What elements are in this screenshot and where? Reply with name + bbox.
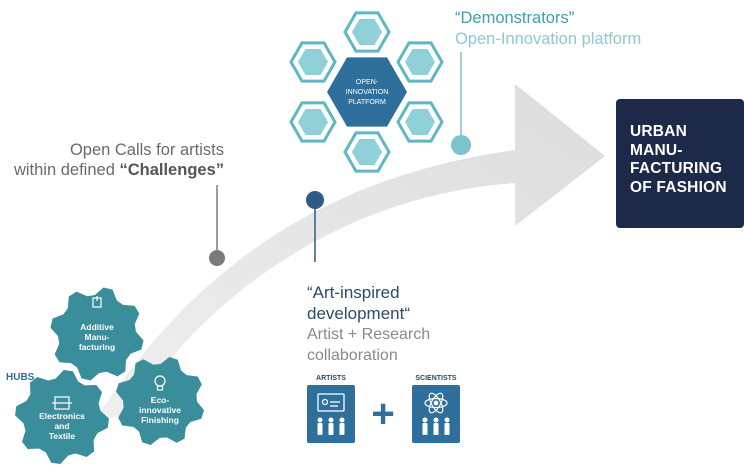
- urban-line4: OF FASHION: [630, 178, 727, 196]
- demonstrators-text: “Demonstrators” Open-Innovation platform: [455, 8, 685, 50]
- challenges-keyword: “Challenges”: [119, 161, 224, 179]
- artists-box-group: [307, 385, 355, 443]
- artists-label: ARTISTS: [316, 375, 346, 382]
- scientists-label: SCIENTISTS: [415, 375, 457, 382]
- platform-hex: [396, 41, 444, 83]
- open-calls-dot: [209, 250, 225, 266]
- art-line1: “Art-inspired: [307, 283, 400, 302]
- lightbulb-icon: [154, 375, 166, 391]
- platform-label-line: PLATFORM: [348, 99, 386, 106]
- platform-hex: [289, 41, 337, 83]
- art-line4: collaboration: [307, 347, 398, 364]
- gear-label-line: Electronics: [39, 411, 85, 421]
- progress-arrow: [95, 84, 605, 420]
- urban-manufacturing-box: URBAN MANU- FACTURING OF FASHION: [616, 99, 744, 228]
- art-line2: development“: [307, 304, 411, 323]
- gear-label-line: Finishing: [141, 415, 179, 425]
- svg-text:+: +: [371, 392, 394, 436]
- art-inspired-text: “Art-inspired development“ Artist + Rese…: [307, 282, 507, 366]
- plus-icon: +: [371, 392, 394, 436]
- urban-line2: MANU-: [630, 141, 683, 159]
- open-calls-line1: Open Calls for artists: [69, 141, 224, 159]
- platform-hex: [289, 101, 337, 143]
- circuit-icon: [52, 396, 72, 410]
- platform-hex: [396, 101, 444, 143]
- gear-label-line: Additive: [80, 322, 114, 332]
- artist-palette-icon: [317, 393, 345, 412]
- atom-icon: [424, 392, 448, 414]
- platform-center-hex: [327, 57, 407, 127]
- people-icon: [317, 417, 345, 435]
- hubs-gears: AdditiveManu-facturingElectronicsandText…: [15, 287, 205, 464]
- printer-icon: [92, 296, 102, 308]
- gear-label-line: and: [54, 421, 69, 431]
- demonstrators-title: “Demonstrators”: [455, 9, 575, 27]
- demonstrators-dot: [451, 135, 471, 155]
- gear-label-line: Eco-: [151, 395, 170, 405]
- hubs-label: HUBS: [6, 372, 35, 383]
- art-dot: [306, 191, 324, 209]
- gear-label-line: Textile: [49, 431, 76, 441]
- gear-label-line: facturing: [79, 342, 115, 352]
- open-calls-text: Open Calls for artists within defined “C…: [12, 140, 224, 180]
- platform-hex: [343, 11, 391, 53]
- demonstrators-subtitle: Open-Innovation platform: [455, 30, 642, 48]
- scientists-box-group: [412, 385, 460, 443]
- gear-label-line: innovative: [139, 405, 181, 415]
- urban-line3: FACTURING: [630, 160, 723, 177]
- people-icon: [422, 417, 450, 435]
- gear-label-line: Manu-: [84, 332, 109, 342]
- platform-label-line: INNOVATION: [346, 89, 389, 96]
- open-calls-line2: within defined “Challenges”: [13, 161, 224, 179]
- art-line3: Artist + Research: [307, 326, 431, 343]
- platform-label-line: OPEN-: [356, 79, 379, 86]
- platform-hex: [343, 131, 391, 173]
- urban-line1: URBAN: [630, 123, 687, 140]
- platform-hex-cluster: OPEN- INNOVATION PLATFORM: [289, 11, 444, 173]
